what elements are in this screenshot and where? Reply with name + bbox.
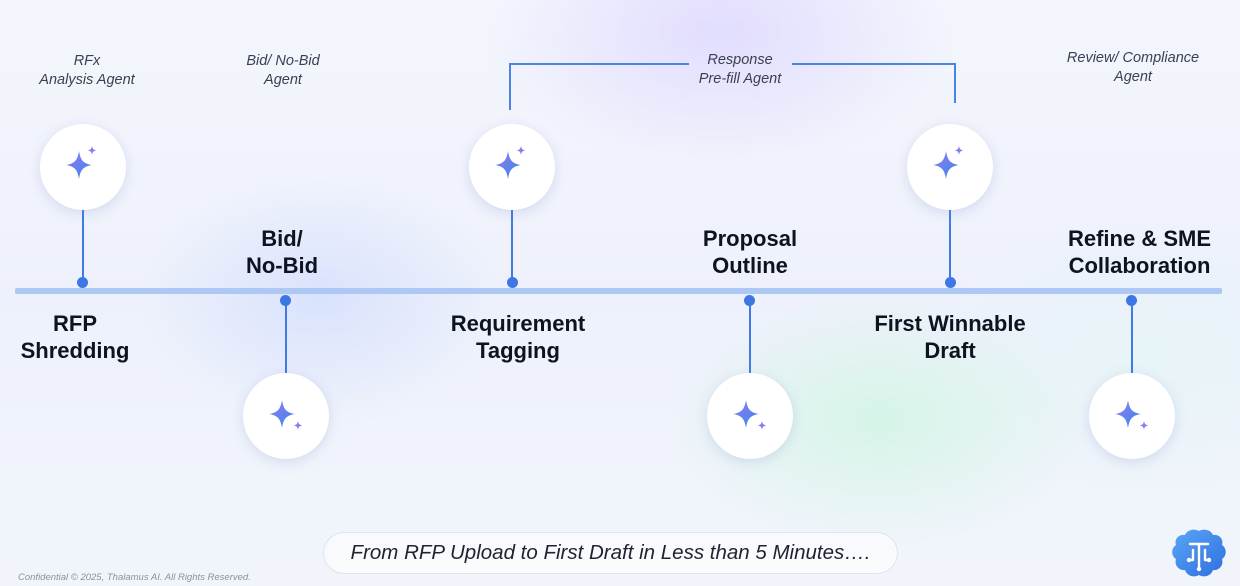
timeline-dot-rfp	[77, 277, 88, 288]
sparkle-icon	[495, 146, 526, 179]
agent-node-rfx	[40, 124, 126, 210]
connector-proposal	[749, 300, 751, 373]
agent-node-requirement	[469, 124, 555, 210]
step-title-refine: Refine & SME Collaboration	[1067, 226, 1212, 278]
connector-bid	[285, 300, 287, 373]
timeline-dot-refine	[1126, 295, 1137, 306]
agent-label-bid: Bid/ No-Bid Agent	[246, 53, 320, 88]
step-title-bid: Bid/ No-Bid	[245, 226, 319, 278]
step-title-requirement: Requirement Tagging	[450, 311, 586, 363]
connector-draft	[949, 209, 951, 282]
bracket-right-vertical	[954, 63, 956, 103]
bracket-left-vertical	[509, 63, 511, 110]
timeline-dot-requirement	[507, 277, 518, 288]
timeline-dot-bid	[280, 295, 291, 306]
agent-label-response: Response Pre-fill Agent	[698, 52, 782, 87]
agent-label-review: Review/ Compliance Agent	[1066, 50, 1200, 85]
step-title-proposal: Proposal Outline	[702, 226, 798, 278]
connector-requirement	[511, 209, 513, 282]
connector-refine	[1131, 300, 1133, 373]
agent-node-proposal	[707, 373, 793, 459]
agent-label-rfx: RFx Analysis Agent	[39, 53, 135, 88]
timeline-dot-draft	[945, 277, 956, 288]
bracket-left-horizontal	[509, 63, 689, 65]
timeline-axis	[15, 288, 1222, 294]
agent-node-refine	[1089, 373, 1175, 459]
sparkle-icon	[66, 146, 97, 179]
timeline-dot-proposal	[744, 295, 755, 306]
thalamus-brain-logo	[1172, 529, 1226, 577]
step-title-draft: First Winnable Draft	[874, 311, 1026, 363]
sparkle-icon	[1115, 400, 1149, 430]
bracket-right-horizontal	[792, 63, 956, 65]
agent-node-bid	[243, 373, 329, 459]
copyright-footer: Confidential © 2025, Thalamus AI. All Ri…	[18, 572, 251, 583]
connector-rfp	[82, 206, 84, 282]
step-title-rfp: RFP Shredding	[20, 311, 130, 363]
tagline-banner: From RFP Upload to First Draft in Less t…	[323, 532, 898, 574]
sparkle-icon	[933, 146, 964, 179]
agent-node-draft	[907, 124, 993, 210]
sparkle-icon	[269, 400, 303, 430]
sparkle-icon	[733, 400, 767, 430]
